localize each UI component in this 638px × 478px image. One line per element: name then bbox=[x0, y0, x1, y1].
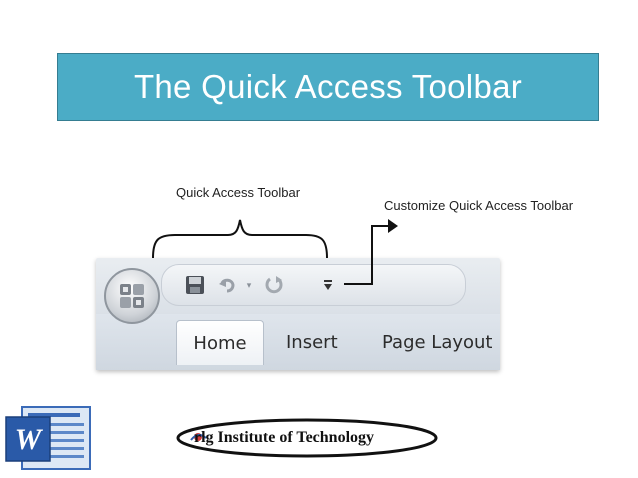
customize-qat-label: Customize Quick Access Toolbar bbox=[384, 198, 574, 213]
undo-icon bbox=[219, 278, 235, 293]
customize-arrow-head bbox=[388, 219, 398, 233]
tab-insert[interactable]: Insert bbox=[286, 331, 338, 353]
tab-page-layout[interactable]: Page Layout bbox=[382, 331, 493, 353]
tab-home[interactable]: Home bbox=[176, 320, 264, 365]
undo-button[interactable] bbox=[214, 272, 240, 298]
undo-dropdown-button[interactable]: ▾ bbox=[242, 272, 256, 298]
qat-brace bbox=[152, 219, 328, 259]
save-button[interactable] bbox=[182, 272, 208, 298]
office-button[interactable] bbox=[104, 268, 160, 324]
quick-access-toolbar-label: Quick Access Toolbar bbox=[176, 185, 301, 200]
redo-icon bbox=[265, 276, 283, 294]
ribbon-screenshot: ▾ Home Insert Page Layout bbox=[96, 258, 500, 370]
word-logo-icon: W bbox=[5, 406, 91, 470]
institute-logo bbox=[176, 418, 438, 458]
customize-dropdown-icon bbox=[324, 280, 332, 290]
institute-name: rlg Institute of Technology bbox=[194, 429, 375, 446]
svg-text:W: W bbox=[15, 423, 44, 456]
office-logo-icon bbox=[120, 284, 144, 308]
save-icon bbox=[186, 276, 204, 294]
title-banner: The Quick Access Toolbar bbox=[57, 53, 599, 121]
undo-dropdown-icon: ▾ bbox=[246, 279, 252, 290]
slide-title: The Quick Access Toolbar bbox=[133, 68, 523, 105]
redo-button[interactable] bbox=[260, 272, 288, 298]
ribbon-tab-row bbox=[96, 314, 500, 370]
customize-qat-button[interactable] bbox=[320, 272, 336, 298]
quick-access-toolbar bbox=[161, 264, 466, 306]
